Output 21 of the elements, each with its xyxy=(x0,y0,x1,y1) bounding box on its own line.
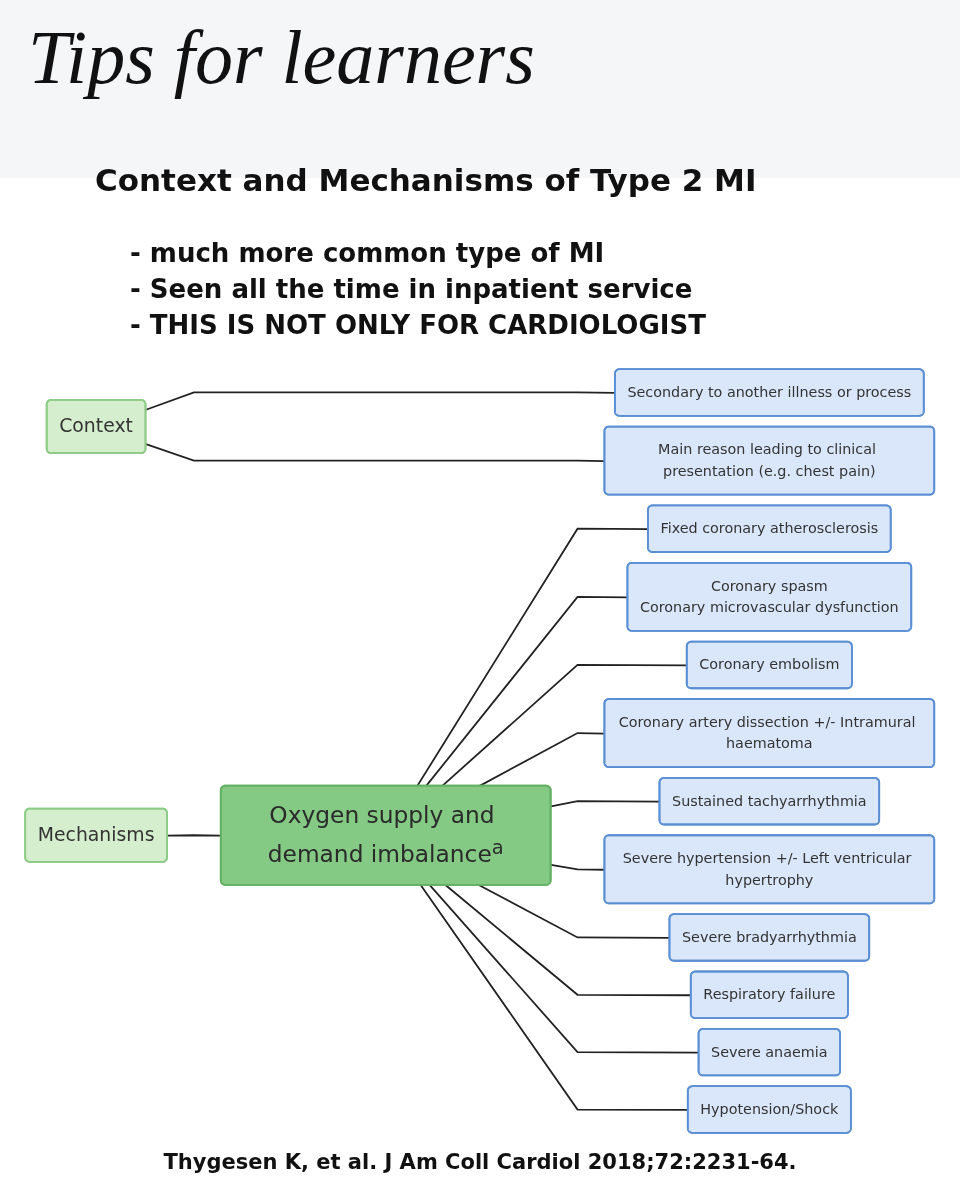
cause-box: Coronary artery dissection +/- Intramural haematoma xyxy=(603,698,936,769)
citation-text: Thygesen K, et al. J Am Coll Cardiol 2018;72:2231-64. xyxy=(163,1150,797,1176)
cause-box: Fixed coronary atherosclerosis xyxy=(647,504,892,553)
header-text: Tips for learners xyxy=(28,16,535,100)
category-box: Mechanisms xyxy=(24,807,169,863)
cause-box: Hypotension/Shock xyxy=(687,1085,853,1134)
cause-box: Coronary spasm Coronary microvascular dysfunction xyxy=(626,561,913,632)
cause-box: Coronary embolism xyxy=(686,640,854,690)
category-box: Context xyxy=(46,398,147,455)
process-box: Oxygen supply and demand imbalance$^{a}$ xyxy=(220,784,552,886)
note-text: - much more common type of MI xyxy=(130,238,605,270)
cause-box: Severe bradyarrhythmia xyxy=(668,913,871,962)
note-text: - Seen all the time in inpatient service xyxy=(130,274,693,306)
diagram-title: Context and Mechanisms of Type 2 MI xyxy=(95,162,757,200)
cause-box: Severe anaemia xyxy=(697,1027,842,1077)
cause-box: Respiratory failure xyxy=(690,970,850,1019)
cause-box: Secondary to another illness or process xyxy=(614,368,925,417)
cause-box: Severe hypertension +/- Left ventricular hypertrophy xyxy=(603,834,936,905)
cause-box: Sustained tachyarrhythmia xyxy=(658,777,881,826)
cause-box: Main reason leading to clinical presentation (e.g. chest pain) xyxy=(603,425,936,496)
note-text: - THIS IS NOT ONLY FOR CARDIOLOGIST xyxy=(130,310,706,342)
